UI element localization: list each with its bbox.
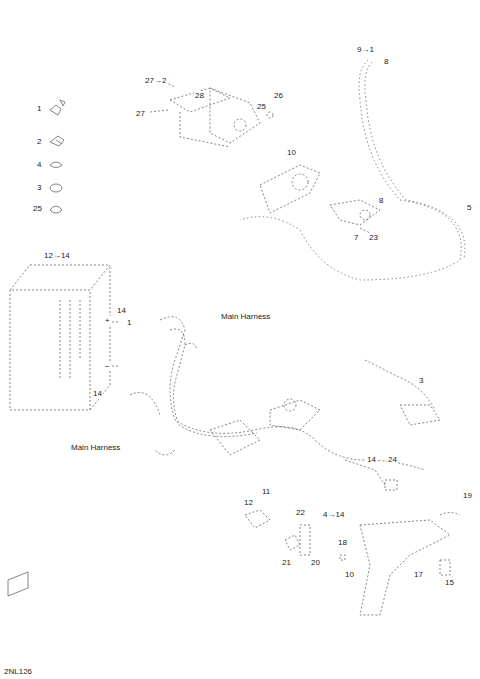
callout-number: 8 (383, 57, 389, 66)
callout-number: 17 (413, 570, 424, 579)
callout-number: 25 (32, 204, 43, 213)
callout-number: 14 (366, 455, 377, 464)
callout-number: 12 (243, 498, 254, 507)
battery (10, 265, 118, 410)
callout-number: 2 (36, 137, 42, 146)
callout-number: 28 (194, 91, 205, 100)
callout-number: 3 (36, 183, 42, 192)
callout-number: 14 (116, 306, 127, 315)
lower-parts (245, 510, 460, 615)
callout-number: 27 (135, 109, 146, 118)
starter-cluster (260, 165, 380, 234)
callout-number: 8 (378, 196, 384, 205)
callout-number: 26 (273, 91, 284, 100)
callout-number: 4 (36, 160, 42, 169)
callout-number: Main Harness (70, 443, 121, 452)
callout-number: 19 (462, 491, 473, 500)
callout-number: 11 (261, 487, 271, 496)
main-harness (130, 317, 440, 490)
callout-number: 27→2 (144, 76, 167, 85)
callout-number: 4→14 (322, 510, 345, 519)
callout-number: 7 (353, 233, 359, 242)
callout-number: 1 (126, 318, 132, 327)
callout-number: 23 (368, 233, 379, 242)
callout-number: 20 (310, 558, 321, 567)
callout-number: 15 (444, 578, 455, 587)
callout-number: 21 (281, 558, 292, 567)
callout-number: 25 (256, 102, 267, 111)
small-parts (50, 100, 65, 213)
callout-number: 2NL126 (3, 667, 33, 676)
callout-number: 10 (286, 148, 297, 157)
callout-number: − (104, 362, 111, 371)
orientation-symbol (8, 572, 28, 596)
callout-number: Main Harness (220, 312, 271, 321)
callout-number: 10 (344, 570, 355, 579)
callout-number: 18 (337, 538, 348, 547)
callout-number: 1 (36, 104, 42, 113)
cable (240, 60, 465, 280)
callout-number: 24 (387, 455, 398, 464)
callout-number: 5 (466, 203, 472, 212)
callout-number: 3 (418, 376, 424, 385)
callout-number: 9→1 (356, 45, 375, 54)
relay-bracket (150, 82, 273, 147)
callout-number: + (104, 316, 111, 325)
callout-number: 22 (295, 508, 306, 517)
callout-number: 14 (92, 389, 103, 398)
callout-number: 12→14 (43, 251, 71, 260)
